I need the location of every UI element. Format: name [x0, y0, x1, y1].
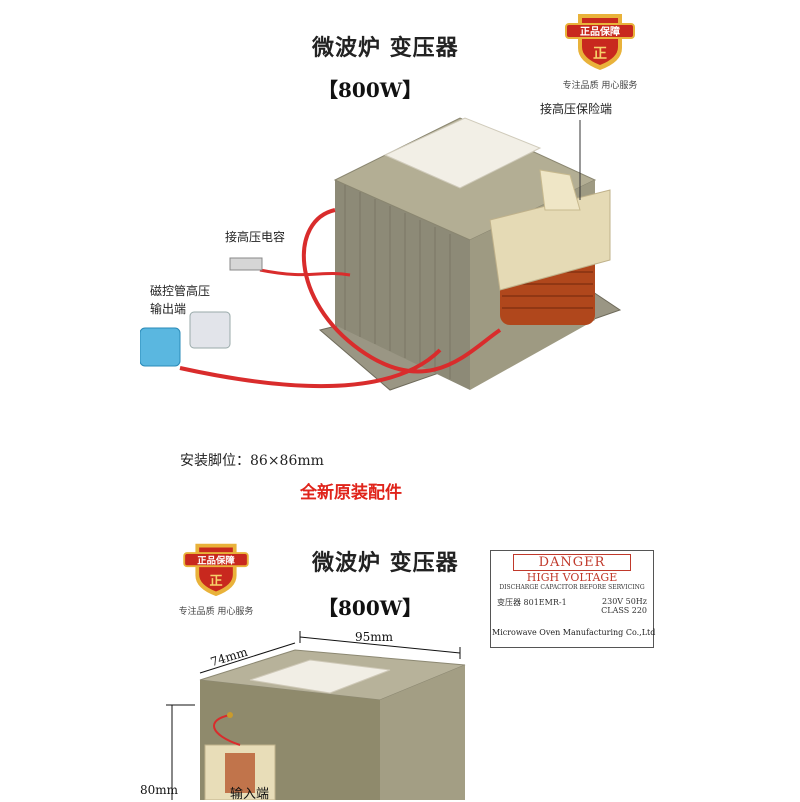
input-terminal-label: 输入端 — [230, 787, 270, 802]
dimension-height: 80mm — [140, 783, 179, 797]
dimension-diagram — [166, 631, 466, 800]
badge-text: 正品保障 — [580, 25, 620, 38]
voltage-rating: 230V 50Hz — [602, 597, 647, 606]
badge-text: 正品保障 — [197, 554, 235, 566]
quality-badge-icon: 正品保障 正 — [565, 14, 635, 70]
high-voltage-text: HIGH VOLTAGE — [526, 571, 618, 584]
quality-badge-bottom: 正品保障 正 专注品质 用心服务 — [170, 540, 262, 617]
top-power-rating: 【800W】 — [318, 78, 423, 102]
quality-badge-icon: 正品保障 正 — [183, 543, 249, 597]
svg-text:正: 正 — [209, 573, 222, 589]
mount-spec: 安装脚位：86×86mm — [180, 453, 324, 469]
model-number: 变压器 801EMR-1 — [497, 598, 567, 607]
top-title: 微波炉 变压器 — [312, 35, 459, 61]
manufacturer-name: Microwave Oven Manufacturing Co.,Ltd — [492, 628, 656, 637]
callout-magnetron-line2: 输出端 — [150, 302, 187, 316]
callout-magnetron-line1: 磁控管高压 — [150, 284, 211, 298]
bottom-title: 微波炉 变压器 — [312, 550, 459, 576]
bottom-power-rating: 【800W】 — [318, 596, 423, 620]
callout-fuse-terminal: 接高压保险端 — [540, 102, 613, 116]
discharge-warning: DISCHARGE CAPACITOR BEFORE SERVICING — [499, 584, 645, 591]
class-rating: CLASS 220 — [601, 606, 647, 615]
dimension-width: 95mm — [355, 630, 394, 644]
badge-slogan: 专注品质 用心服务 — [178, 607, 254, 617]
badge-slogan: 专注品质 用心服务 — [562, 81, 638, 91]
svg-text:正: 正 — [593, 46, 607, 62]
quality-badge-top: 正品保障 正 专注品质 用心服务 — [560, 10, 640, 91]
danger-label: DANGER HIGH VOLTAGE DISCHARGE CAPACITOR … — [490, 550, 654, 648]
transformer-photo-top — [140, 117, 622, 391]
callout-capacitor-terminal: 接高压电容 — [225, 230, 286, 244]
danger-heading: DANGER — [513, 554, 631, 571]
new-original-parts: 全新原装配件 — [300, 483, 402, 503]
